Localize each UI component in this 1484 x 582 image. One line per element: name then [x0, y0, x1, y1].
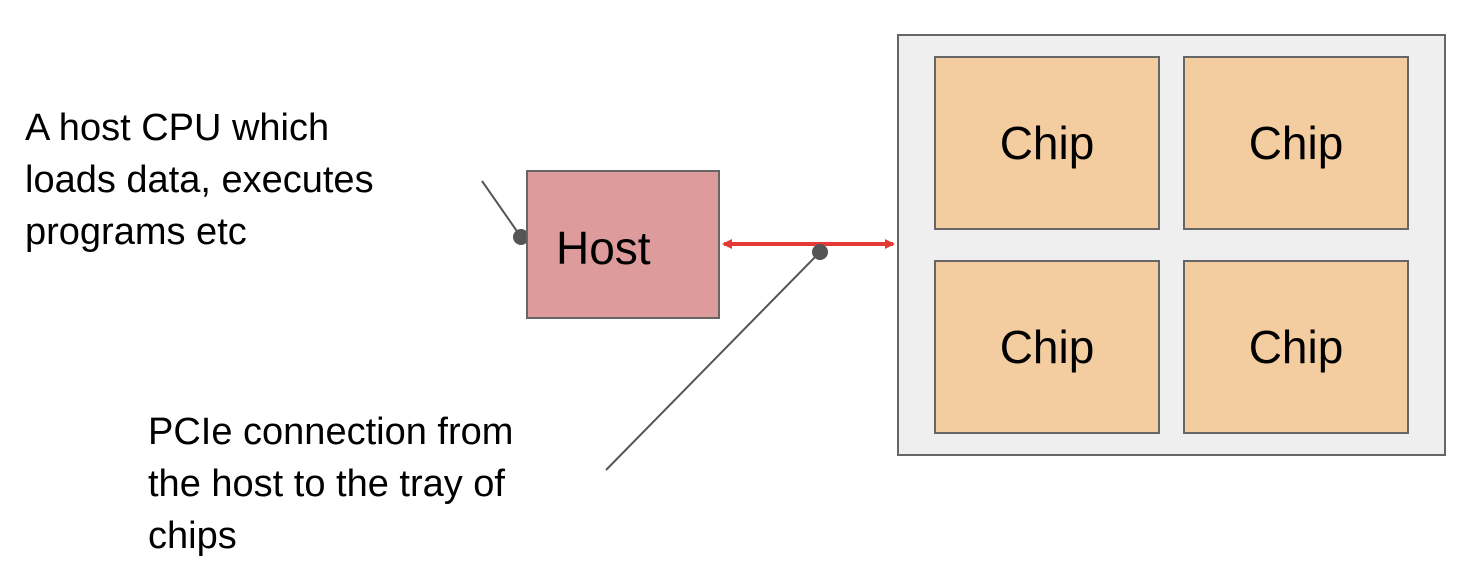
host-annotation: A host CPU which loads data, executes pr… — [25, 107, 374, 253]
chip-box: Chip — [934, 56, 1160, 230]
host-label: Host — [556, 222, 651, 274]
chip-tray: Chip Chip Chip Chip — [897, 34, 1446, 456]
host-leader-line — [481, 180, 522, 238]
pcie-annotation: PCIe connection from the host to the tra… — [148, 411, 514, 557]
chip-box: Chip — [934, 260, 1160, 434]
chip-box: Chip — [1183, 56, 1409, 230]
host-box: Host — [526, 170, 720, 319]
chip-box: Chip — [1183, 260, 1409, 434]
pcie-leader-dot — [812, 244, 828, 260]
